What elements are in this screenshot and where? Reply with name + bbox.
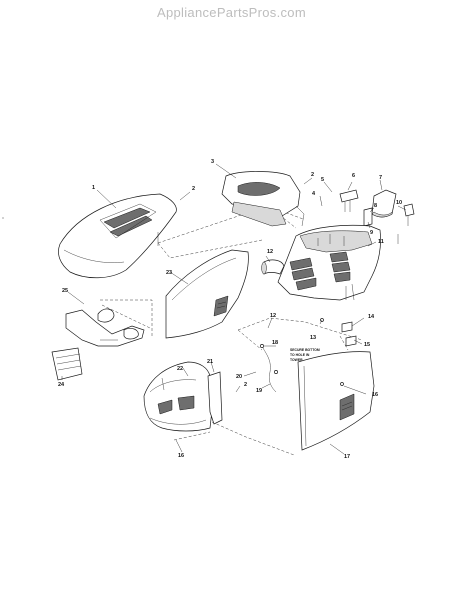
callout: 19 — [256, 388, 262, 394]
tower-console-part — [277, 224, 381, 301]
callout: 8 — [374, 203, 377, 209]
callout: 13 — [310, 335, 316, 341]
callout: 12 — [267, 249, 273, 255]
callout: 11 — [378, 239, 384, 245]
callout: 2 — [244, 382, 247, 388]
note-line: SECURE BOTTOM — [290, 348, 320, 352]
callout: 10 — [396, 200, 402, 206]
hood-part — [58, 193, 177, 279]
dash-panel-part — [221, 171, 305, 227]
grille-part — [51, 347, 83, 381]
headlight-bracket-part — [65, 308, 145, 347]
note-line: TOWER — [290, 358, 303, 362]
air-duct-part — [261, 259, 285, 275]
callout: 18 — [272, 340, 278, 346]
watermark: AppliancePartsPros.com — [157, 5, 306, 20]
callout: 20 — [236, 374, 242, 380]
wire-harness-part — [260, 344, 278, 393]
callout: 16 — [178, 453, 184, 459]
callout: 5 — [321, 177, 324, 183]
leader-lines — [61, 163, 407, 455]
callout: 2 — [192, 186, 195, 192]
small-fastener-parts — [320, 318, 357, 386]
callout: 15 — [364, 342, 370, 348]
note-line: TO HOLE IN — [290, 353, 310, 357]
callout: 6 — [352, 173, 355, 179]
callout: 21 — [207, 359, 213, 365]
callout-labels: 1 2 3 2 5 6 7 4 8 9 10 11 12 13 23 12 25… — [58, 159, 402, 460]
callout: 9 — [370, 230, 373, 236]
callout: 16 — [372, 392, 378, 398]
front-nose-part — [143, 361, 213, 432]
left-side-panel-part — [165, 249, 249, 339]
callout: 12 — [270, 313, 276, 319]
callout: 4 — [312, 191, 316, 197]
callout: 14 — [368, 314, 375, 320]
callout: 1 — [92, 185, 95, 191]
callout: 24 — [58, 382, 65, 388]
callout: 17 — [344, 454, 350, 460]
callout: 23 — [166, 270, 172, 276]
callout: 2 — [311, 172, 314, 178]
callout: 7 — [379, 175, 382, 181]
assembly-note: SECURE BOTTOM TO HOLE IN TOWER — [290, 348, 320, 362]
right-side-panel-part — [297, 351, 375, 451]
callout: 25 — [62, 288, 68, 294]
bracket-tab-part — [207, 371, 223, 425]
tower-top-parts — [339, 189, 415, 244]
callout: 3 — [211, 159, 214, 165]
callout: 22 — [177, 366, 183, 372]
